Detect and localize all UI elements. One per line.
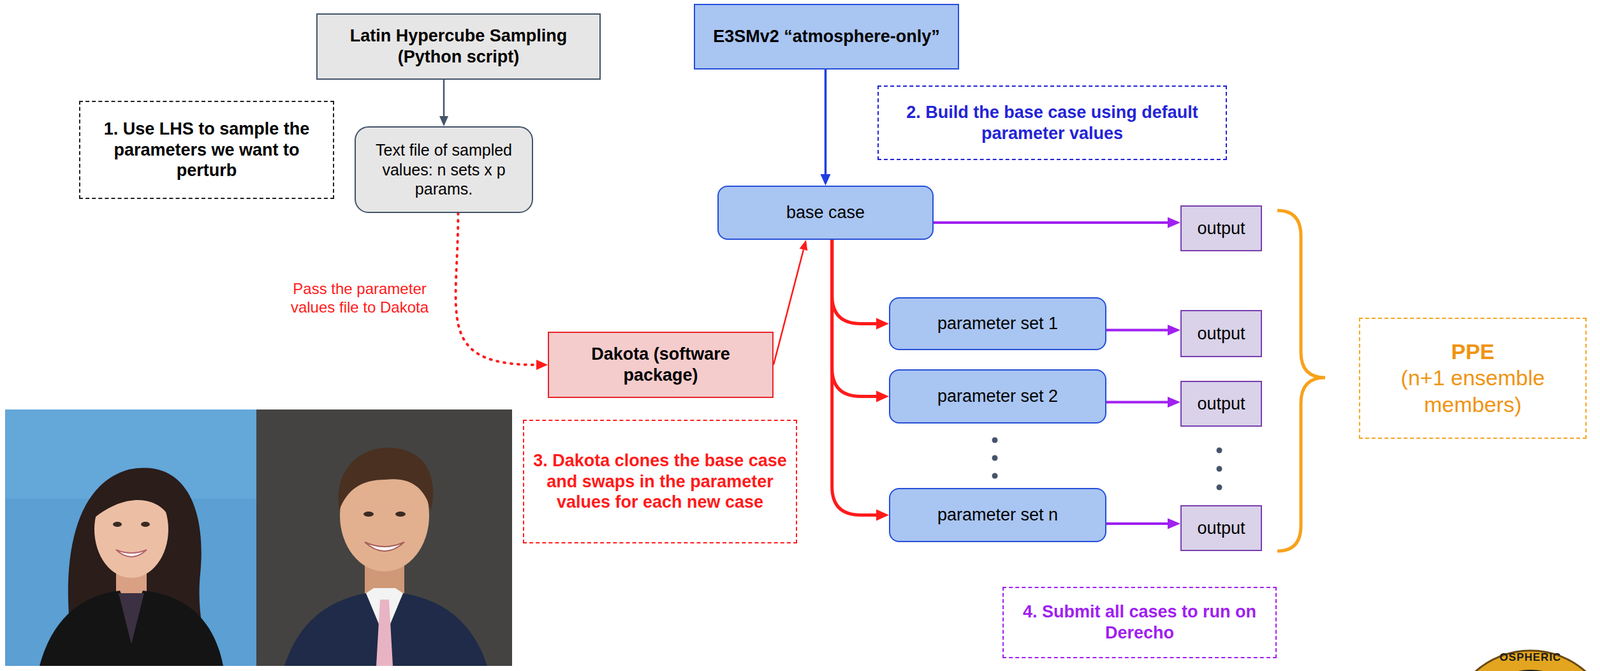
arrowhead (820, 174, 831, 186)
connector-line (824, 69, 828, 175)
file-box: Text file of sampled values: n sets x p … (354, 126, 534, 213)
dot (1216, 447, 1223, 454)
node-label: 3. Dakota clones the base case and swaps… (531, 450, 789, 514)
ensemble-box: PPE(n+1 ensemble members) (1358, 317, 1587, 439)
step-note: 2. Build the base case using default par… (877, 85, 1227, 161)
logo-text: OSPHERIC (1489, 651, 1572, 665)
portrait-photo-left (5, 409, 257, 666)
logo-badge (1447, 650, 1600, 671)
dot (992, 473, 999, 479)
connector-line (1106, 401, 1168, 404)
connector (820, 69, 831, 186)
smile (116, 549, 147, 557)
connector (832, 239, 889, 522)
dot (992, 437, 999, 444)
connector-line (832, 239, 877, 516)
node-label: PPE (1450, 338, 1495, 365)
connector (933, 217, 1181, 229)
case-box: parameter set n (888, 487, 1107, 543)
photo-background-light (256, 409, 513, 666)
ensemble-brace (1277, 210, 1326, 551)
node-label: Latin Hypercube Sampling (Python script) (325, 25, 592, 68)
smile (364, 542, 405, 551)
connector-line (832, 239, 877, 397)
node-label: 4. Submit all cases to run on Derecho (1011, 601, 1268, 644)
eye (112, 521, 122, 527)
node-label: Dakota (software package) (556, 343, 765, 386)
arrowhead (1167, 518, 1181, 530)
connector (773, 239, 808, 365)
model-box: E3SMv2 “atmosphere-only” (693, 3, 960, 70)
dot (1216, 466, 1223, 472)
eye (140, 521, 150, 527)
node-label: parameter set 1 (937, 313, 1058, 335)
logo-ring (1447, 650, 1600, 671)
photo-background (256, 409, 513, 666)
step-note: 1. Use LHS to sample the parameters we w… (79, 100, 335, 199)
node-label: 1. Use LHS to sample the parameters we w… (88, 118, 326, 182)
connector-line (455, 212, 537, 365)
ellipsis-dots (992, 437, 1223, 491)
arrowhead (799, 239, 808, 251)
eye (363, 511, 374, 517)
suit (284, 593, 488, 666)
node-label: output (1196, 218, 1245, 240)
arrowhead (876, 390, 889, 403)
arrowhead (1167, 396, 1181, 408)
node-label: 2. Build the base case using default par… (886, 102, 1219, 145)
hair-fringe (94, 476, 171, 518)
node-label: parameter set n (937, 504, 1058, 526)
arrowhead (1167, 324, 1181, 336)
node-label: output (1196, 393, 1245, 415)
node-sublabel: (n+1 ensemble members) (1367, 364, 1578, 418)
node-label: E3SMv2 “atmosphere-only” (712, 26, 940, 48)
step-note: 3. Dakota clones the base case and swaps… (522, 419, 798, 544)
connector-line (1106, 329, 1168, 332)
output-box: output (1180, 380, 1263, 427)
node-label: parameter set 2 (937, 385, 1058, 407)
software-box: Dakota (software package) (547, 331, 774, 398)
jacket (39, 590, 224, 666)
connector (1106, 518, 1181, 530)
node-label: output (1196, 517, 1245, 539)
case-box: parameter set 2 (888, 369, 1107, 424)
process-box: Latin Hypercube Sampling (Python script) (316, 13, 601, 80)
eye (395, 511, 406, 517)
connector (455, 212, 548, 370)
connector-line (933, 221, 1168, 224)
connector (832, 239, 889, 330)
connector (439, 79, 449, 127)
connector-line (1106, 522, 1168, 525)
connector (1106, 396, 1181, 408)
node-label: base case (786, 202, 865, 224)
logo-center (1466, 669, 1595, 671)
dot (992, 455, 999, 462)
node-label: output (1196, 323, 1245, 345)
tie (376, 599, 393, 666)
case-box: base case (717, 185, 934, 240)
arrowhead (876, 509, 889, 522)
blouse (118, 593, 145, 645)
dot (1216, 484, 1223, 491)
connector (832, 239, 889, 403)
node-label: Text file of sampled values: n sets x p … (363, 140, 525, 199)
photo-background (5, 409, 257, 666)
arrowhead (439, 116, 449, 127)
connector-line (832, 239, 877, 324)
output-box: output (1180, 505, 1263, 551)
arrowhead (536, 359, 548, 370)
output-box: output (1180, 205, 1263, 252)
portrait-photo-right (256, 409, 513, 666)
connector-line (443, 79, 446, 117)
connector (1106, 324, 1181, 336)
hair (338, 447, 434, 511)
case-box: parameter set 1 (888, 297, 1107, 351)
connector-line (773, 249, 804, 365)
arrowhead (1167, 217, 1181, 229)
step-note: 4. Submit all cases to run on Derecho (1002, 586, 1277, 659)
arrowhead (876, 318, 889, 330)
output-box: output (1180, 309, 1263, 358)
edge-label: Pass the parameter values file to Dakota (272, 279, 447, 317)
